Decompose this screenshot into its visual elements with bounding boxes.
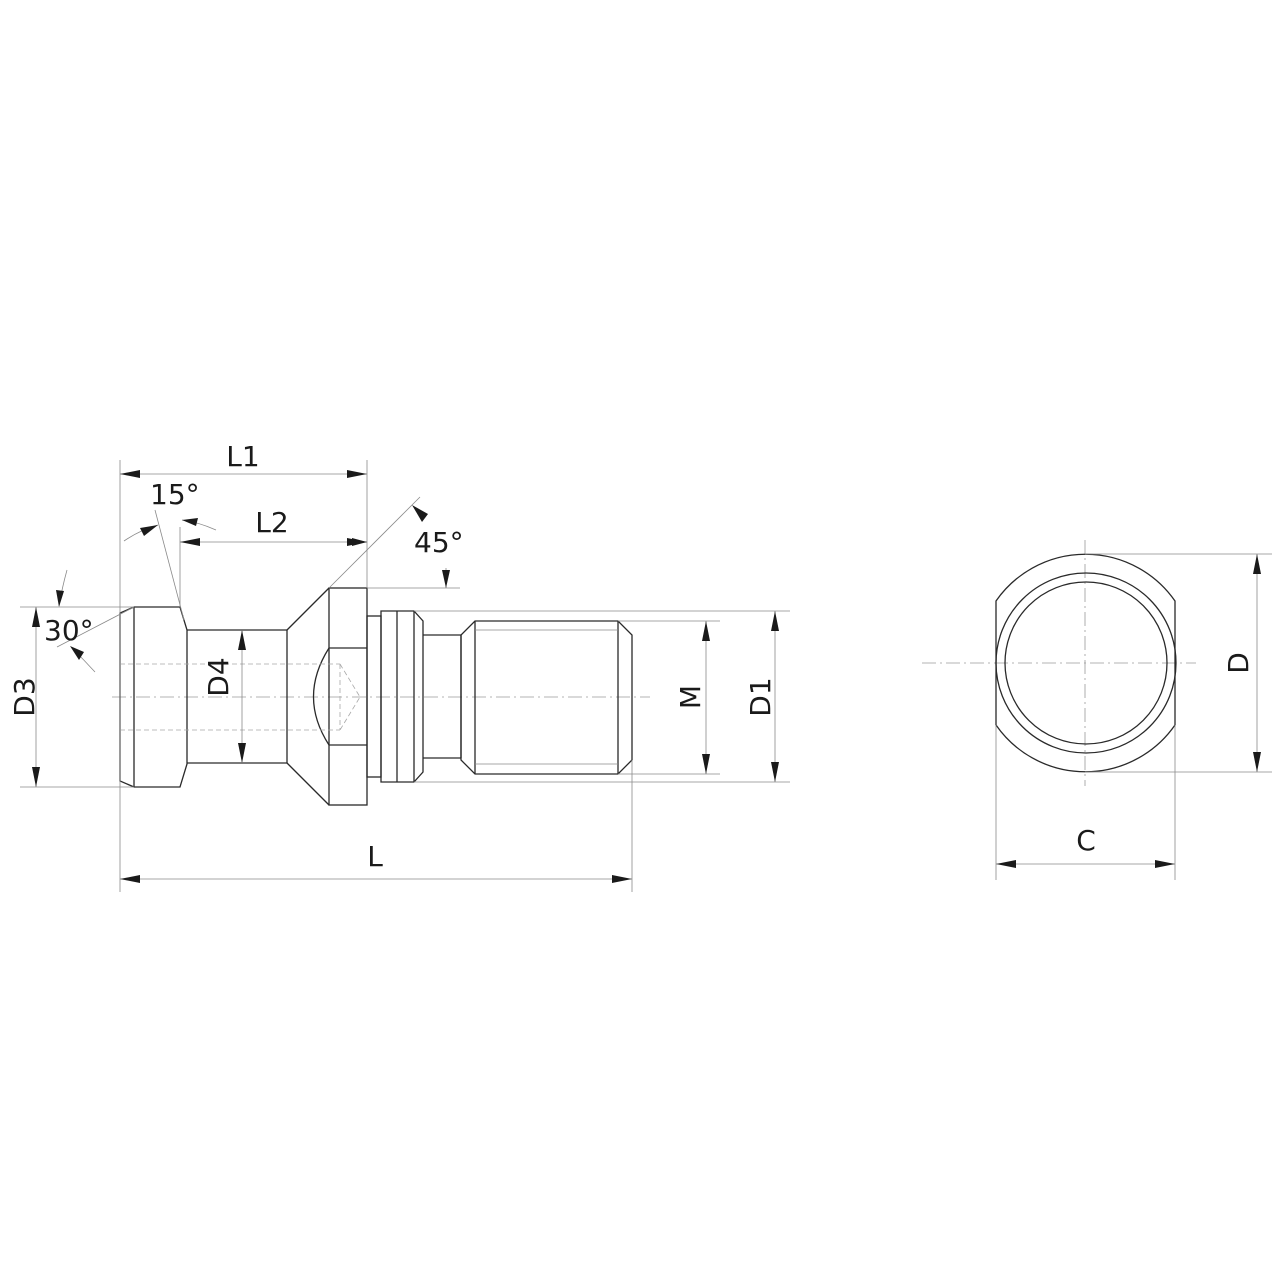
- undercut-part: [423, 634, 462, 759]
- angle-15: 15°: [123, 478, 217, 542]
- dim-D1: D1: [744, 611, 779, 782]
- dim-D4: D4: [202, 630, 246, 763]
- extension-lines: [20, 460, 790, 892]
- inner-circle: [1004, 581, 1168, 745]
- label-angle-45: 45°: [414, 526, 464, 559]
- dim-L1: L1: [120, 440, 367, 478]
- label-L2: L2: [255, 506, 288, 539]
- label-D1: D1: [744, 677, 777, 716]
- flange-part: [366, 610, 424, 783]
- label-M: M: [674, 685, 707, 709]
- side-view: L1 L2 15° 45°: [8, 440, 790, 892]
- label-D4: D4: [202, 657, 235, 696]
- collar-part: [286, 587, 368, 806]
- angle-45: 45°: [352, 505, 464, 588]
- label-angle-15: 15°: [150, 478, 200, 511]
- label-L1: L1: [226, 440, 259, 473]
- hidden-bore: [120, 663, 361, 731]
- dim-L: L: [120, 840, 632, 883]
- dim-L2: L2: [180, 506, 367, 546]
- dim-D: D: [1085, 553, 1272, 773]
- label-D: D: [1222, 652, 1255, 674]
- flange-circle: [995, 572, 1177, 754]
- label-D3: D3: [8, 677, 41, 716]
- dim-D3: D3: [8, 607, 41, 787]
- dim-M: M: [674, 621, 710, 774]
- end-view: D C: [922, 540, 1272, 880]
- label-C: C: [1076, 824, 1096, 857]
- neck-part: [187, 629, 288, 764]
- dim-C: C: [995, 725, 1176, 880]
- label-angle-30: 30°: [44, 614, 94, 647]
- thread-part: [460, 620, 633, 775]
- angle-30: 30°: [44, 569, 96, 673]
- label-L: L: [367, 840, 383, 873]
